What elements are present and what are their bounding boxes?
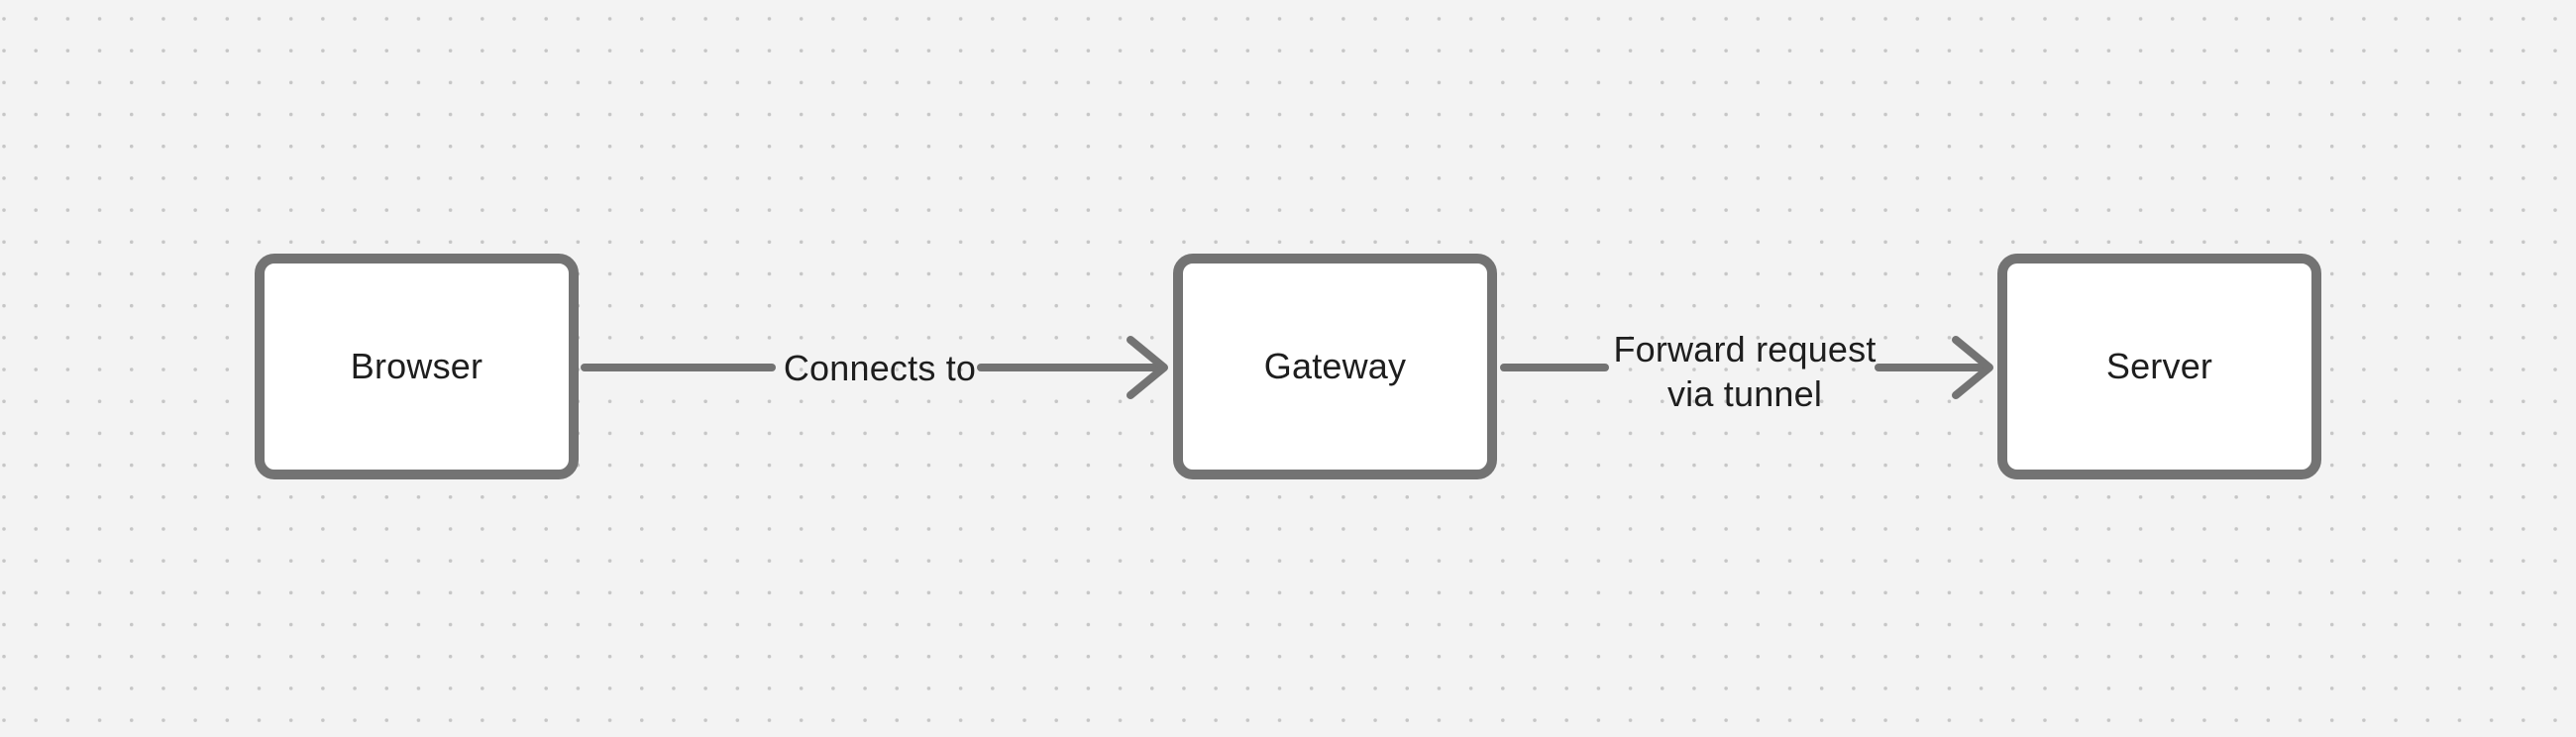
connector-label-forward-request[interactable]: Forward request via tunnel xyxy=(1613,327,1876,416)
arrowhead-icon xyxy=(1127,336,1168,399)
node-browser-label: Browser xyxy=(350,346,483,387)
connector-label-connects-to[interactable]: Connects to xyxy=(783,348,977,388)
node-server-label: Server xyxy=(2105,346,2213,387)
connector-gateway-server[interactable] xyxy=(1500,336,1993,399)
connector-browser-gateway[interactable] xyxy=(581,336,1168,399)
arrowhead-icon xyxy=(1952,336,1993,399)
node-gateway-label: Gateway xyxy=(1263,346,1407,387)
node-gateway[interactable]: Gateway xyxy=(1173,254,1497,479)
connector-label-line: Forward request xyxy=(1613,329,1877,369)
node-browser[interactable]: Browser xyxy=(255,254,579,479)
node-server[interactable]: Server xyxy=(1997,254,2321,479)
connector-label-line: via tunnel xyxy=(1666,373,1823,414)
